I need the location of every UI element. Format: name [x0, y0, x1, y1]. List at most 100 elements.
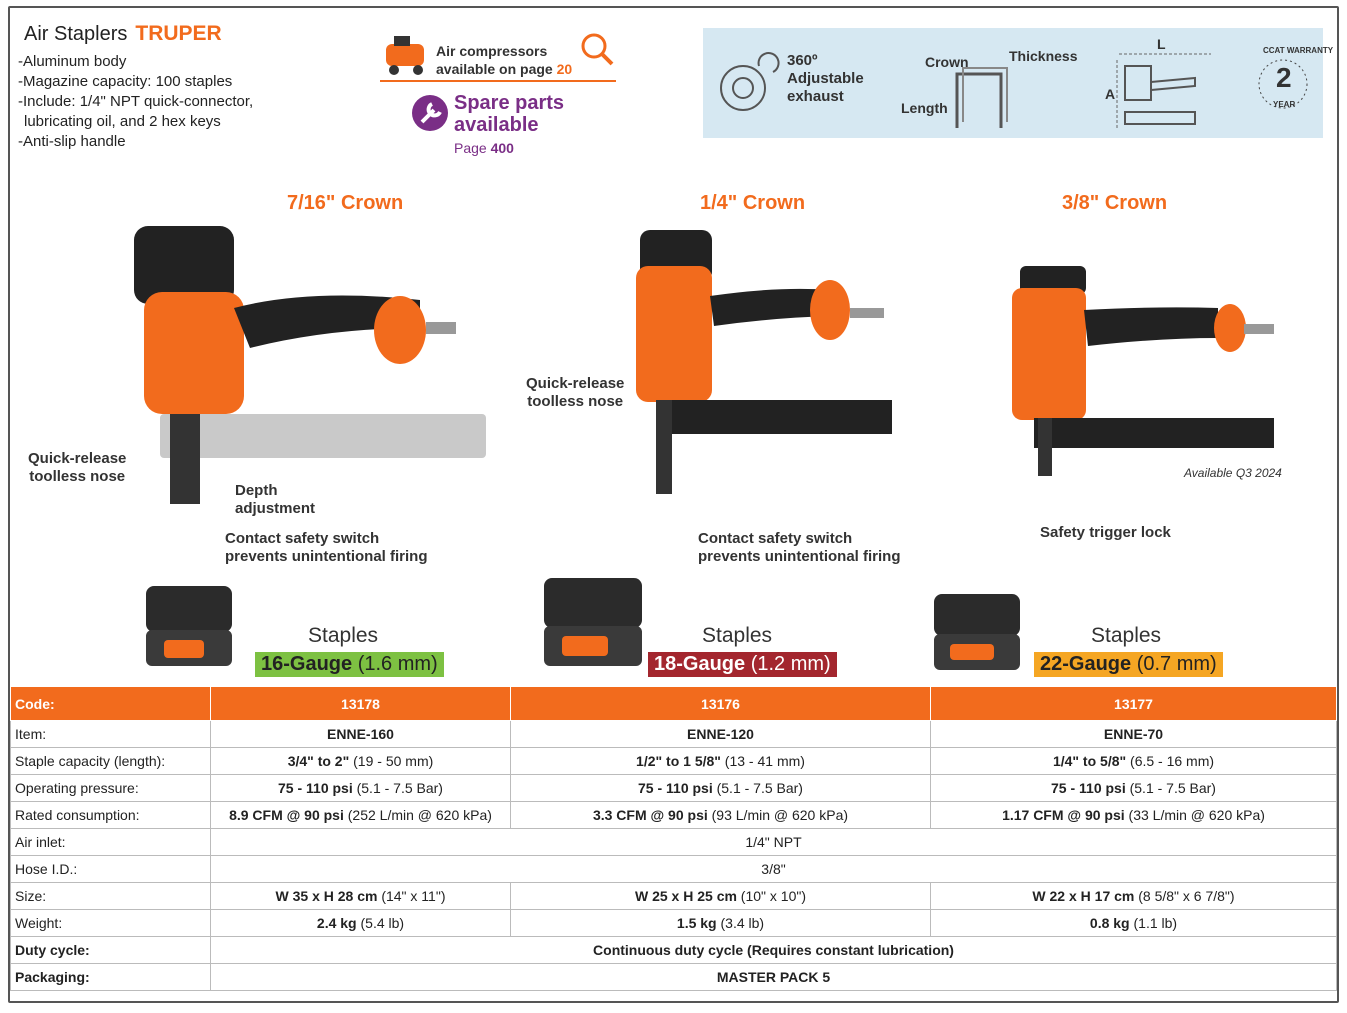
table-cell: 1/2" to 1 5/8" (13 - 41 mm) — [510, 747, 931, 775]
feature-item: lubricating oil, and 2 hex keys — [24, 113, 221, 130]
thickness-dim-label: Thickness — [1009, 48, 1078, 64]
row-label: Weight: — [10, 909, 211, 937]
table-cell: 3/4" to 2" (19 - 50 mm) — [210, 747, 511, 775]
table-row: Weight:2.4 kg (5.4 lb)1.5 kg (3.4 lb)0.8… — [10, 909, 1337, 937]
spare-parts-note: Spare parts available Page 400 — [410, 92, 610, 156]
crown-dim-label: Crown — [925, 54, 969, 70]
table-cell: 13176 — [510, 686, 931, 721]
title-text: Air Staplers — [24, 23, 128, 45]
table-cell: ENNE-160 — [210, 720, 511, 748]
table-cell: ENNE-120 — [510, 720, 931, 748]
spec-illustration-box: 360º Adjustable exhaust Crown Thickness … — [703, 28, 1333, 138]
warranty-top-text: CCAT WARRANTY — [1263, 46, 1334, 55]
row-label: Staple capacity (length): — [10, 747, 211, 775]
table-cell: 75 - 110 psi (5.1 - 7.5 Bar) — [210, 774, 511, 802]
gauge-badge: 16-Gauge (1.6 mm) — [255, 652, 444, 677]
table-cell: 3.3 CFM @ 90 psi (93 L/min @ 620 kPa) — [510, 801, 931, 829]
table-row: Air inlet:1/4" NPT — [10, 828, 1337, 856]
table-cell: Continuous duty cycle (Requires constant… — [210, 936, 1337, 964]
staples-label: Staples — [308, 624, 379, 647]
table-cell: ENNE-70 — [930, 720, 1337, 748]
carry-case-image — [146, 586, 232, 666]
length-dim-label: Length — [901, 100, 948, 116]
page-title: Air Staplers TRUPER — [24, 22, 222, 46]
divider — [380, 80, 616, 82]
callout-safety-trigger: Safety trigger lock — [1040, 524, 1171, 541]
table-cell: 75 - 110 psi (5.1 - 7.5 Bar) — [930, 774, 1337, 802]
row-label: Item: — [10, 720, 211, 748]
table-row: Operating pressure:75 - 110 psi (5.1 - 7… — [10, 774, 1337, 802]
wrench-icon — [412, 95, 448, 131]
feature-item: -Include: 1/4" NPT quick-connector, — [18, 93, 254, 110]
table-cell: 1/4" NPT — [210, 828, 1337, 856]
table-row: Size:W 35 x H 28 cm (14" x 11")W 25 x H … — [10, 882, 1337, 910]
crown-title: 3/8" Crown — [1062, 192, 1168, 214]
magnifier-icon — [581, 33, 614, 66]
compressor-text-2: available on page — [436, 61, 553, 77]
table-cell: 8.9 CFM @ 90 psi (252 L/min @ 620 kPa) — [210, 801, 511, 829]
table-cell: 3/8" — [210, 855, 1337, 883]
row-label: Air inlet: — [10, 828, 211, 856]
availability-note: Available Q3 2024 — [1184, 466, 1282, 480]
table-cell: 1/4" to 5/8" (6.5 - 16 mm) — [930, 747, 1337, 775]
height-a-label: A — [1105, 86, 1116, 102]
compressor-page: 20 — [556, 61, 573, 77]
stapler-18ga-image — [636, 230, 892, 494]
table-cell: 1.17 CFM @ 90 psi (33 L/min @ 620 kPa) — [930, 801, 1337, 829]
spare-text-2: available — [454, 114, 539, 136]
table-row: Duty cycle:Continuous duty cycle (Requir… — [10, 936, 1337, 964]
row-label: Duty cycle: — [10, 936, 211, 964]
table-cell: 0.8 kg (1.1 lb) — [930, 909, 1337, 937]
feature-item: -Anti-slip handle — [18, 133, 126, 150]
feature-item: -Magazine capacity: 100 staples — [18, 73, 233, 90]
warranty-bottom-text: YEAR — [1273, 100, 1296, 109]
feature-item: -Aluminum body — [18, 53, 127, 70]
tool-dimension-icon — [1116, 53, 1211, 128]
length-l-label: L — [1157, 36, 1166, 52]
row-label: Rated consumption: — [10, 801, 211, 829]
crown-title: 1/4" Crown — [700, 192, 806, 214]
carry-case-image — [544, 578, 642, 666]
gauge-badge: 22-Gauge (0.7 mm) — [1034, 652, 1223, 677]
feature-list: -Aluminum body -Magazine capacity: 100 s… — [18, 52, 253, 152]
stapler-22ga-image — [1012, 266, 1274, 476]
table-cell: W 22 x H 17 cm (8 5/8" x 6 7/8") — [930, 882, 1337, 910]
compressor-text-1: Air compressors — [436, 43, 548, 59]
warranty-years: 2 — [1276, 62, 1292, 93]
gauge-badge: 18-Gauge (1.2 mm) — [648, 652, 837, 677]
table-cell: 2.4 kg (5.4 lb) — [210, 909, 511, 937]
staples-label: Staples — [1091, 624, 1162, 647]
row-label: Hose I.D.: — [10, 855, 211, 883]
table-cell: W 35 x H 28 cm (14" x 11") — [210, 882, 511, 910]
row-label: Operating pressure: — [10, 774, 211, 802]
spare-page: Page 400 — [454, 140, 514, 156]
compressor-note: Air compressors available on page 20 — [380, 30, 616, 82]
stapler-16ga-image — [134, 226, 486, 504]
staple-diagram-icon — [955, 67, 1008, 128]
row-label: Packaging: — [10, 963, 211, 991]
table-cell: 13177 — [930, 686, 1337, 721]
carry-case-image — [934, 594, 1020, 670]
row-label: Code: — [10, 686, 211, 721]
table-row: Packaging:MASTER PACK 5 — [10, 963, 1337, 991]
table-row: Staple capacity (length):3/4" to 2" (19 … — [10, 747, 1337, 775]
row-label: Size: — [10, 882, 211, 910]
table-cell: 1.5 kg (3.4 lb) — [510, 909, 931, 937]
table-cell: W 25 x H 25 cm (10" x 10") — [510, 882, 931, 910]
compressor-icon — [386, 36, 424, 75]
spare-text-1: Spare parts — [454, 92, 565, 114]
staples-label: Staples — [702, 624, 773, 647]
exhaust-label: 360º Adjustable exhaust — [787, 52, 864, 105]
brand-logo: TRUPER — [135, 22, 222, 45]
exhaust-icon — [720, 52, 780, 111]
table-cell: 75 - 110 psi (5.1 - 7.5 Bar) — [510, 774, 931, 802]
table-row: Rated consumption:8.9 CFM @ 90 psi (252 … — [10, 801, 1337, 829]
